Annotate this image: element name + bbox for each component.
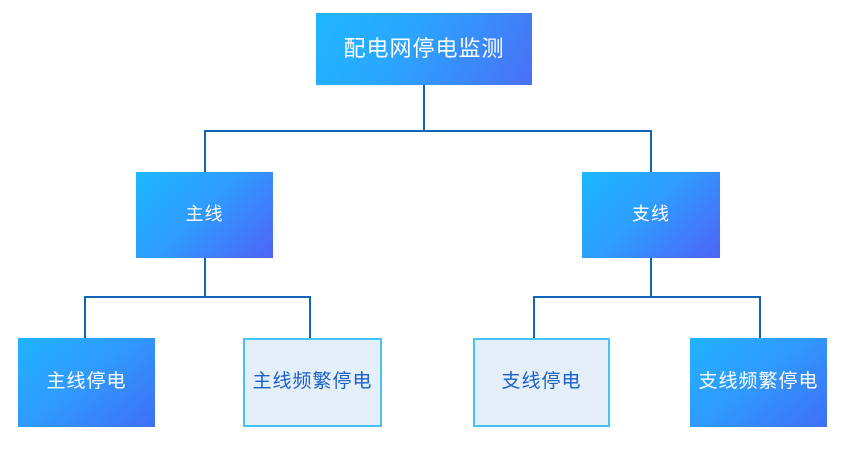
connector-root-to-level2-stem — [423, 85, 425, 131]
connector-to-branch-outage-node — [533, 296, 535, 338]
node-main-line[interactable]: 主线 — [136, 172, 273, 258]
connector-level2-horizontal-bar — [204, 130, 651, 132]
node-branch-line-outage[interactable]: 支线停电 — [473, 338, 610, 427]
connector-main-line-horizontal-bar — [84, 296, 310, 298]
node-branch-line-frequent-outage-label: 支线频繁停电 — [698, 371, 819, 393]
node-branch-line[interactable]: 支线 — [582, 172, 720, 258]
node-main-line-frequent-outage[interactable]: 主线频繁停电 — [243, 338, 382, 427]
connector-branch-line-stem — [650, 258, 652, 298]
node-root-distribution-network-outage-monitoring[interactable]: 配电网停电监测 — [316, 13, 532, 85]
node-branch-line-label: 支线 — [632, 204, 670, 225]
node-branch-line-outage-label: 支线停电 — [501, 371, 582, 393]
connector-main-line-stem — [204, 258, 206, 298]
node-main-line-outage-label: 主线停电 — [46, 371, 127, 393]
node-main-line-outage[interactable]: 主线停电 — [18, 338, 155, 427]
connector-to-main-line-node — [204, 130, 206, 172]
connector-to-main-frequent-outage-node — [309, 296, 311, 338]
node-root-label: 配电网停电监测 — [343, 35, 505, 61]
connector-branch-line-horizontal-bar — [533, 296, 760, 298]
connector-to-main-outage-node — [84, 296, 86, 338]
node-main-line-frequent-outage-label: 主线频繁停电 — [252, 371, 373, 393]
connector-to-branch-line-node — [650, 130, 652, 172]
node-main-line-label: 主线 — [185, 204, 224, 225]
node-branch-line-frequent-outage[interactable]: 支线频繁停电 — [690, 338, 827, 427]
connector-to-branch-frequent-outage-node — [759, 296, 761, 338]
